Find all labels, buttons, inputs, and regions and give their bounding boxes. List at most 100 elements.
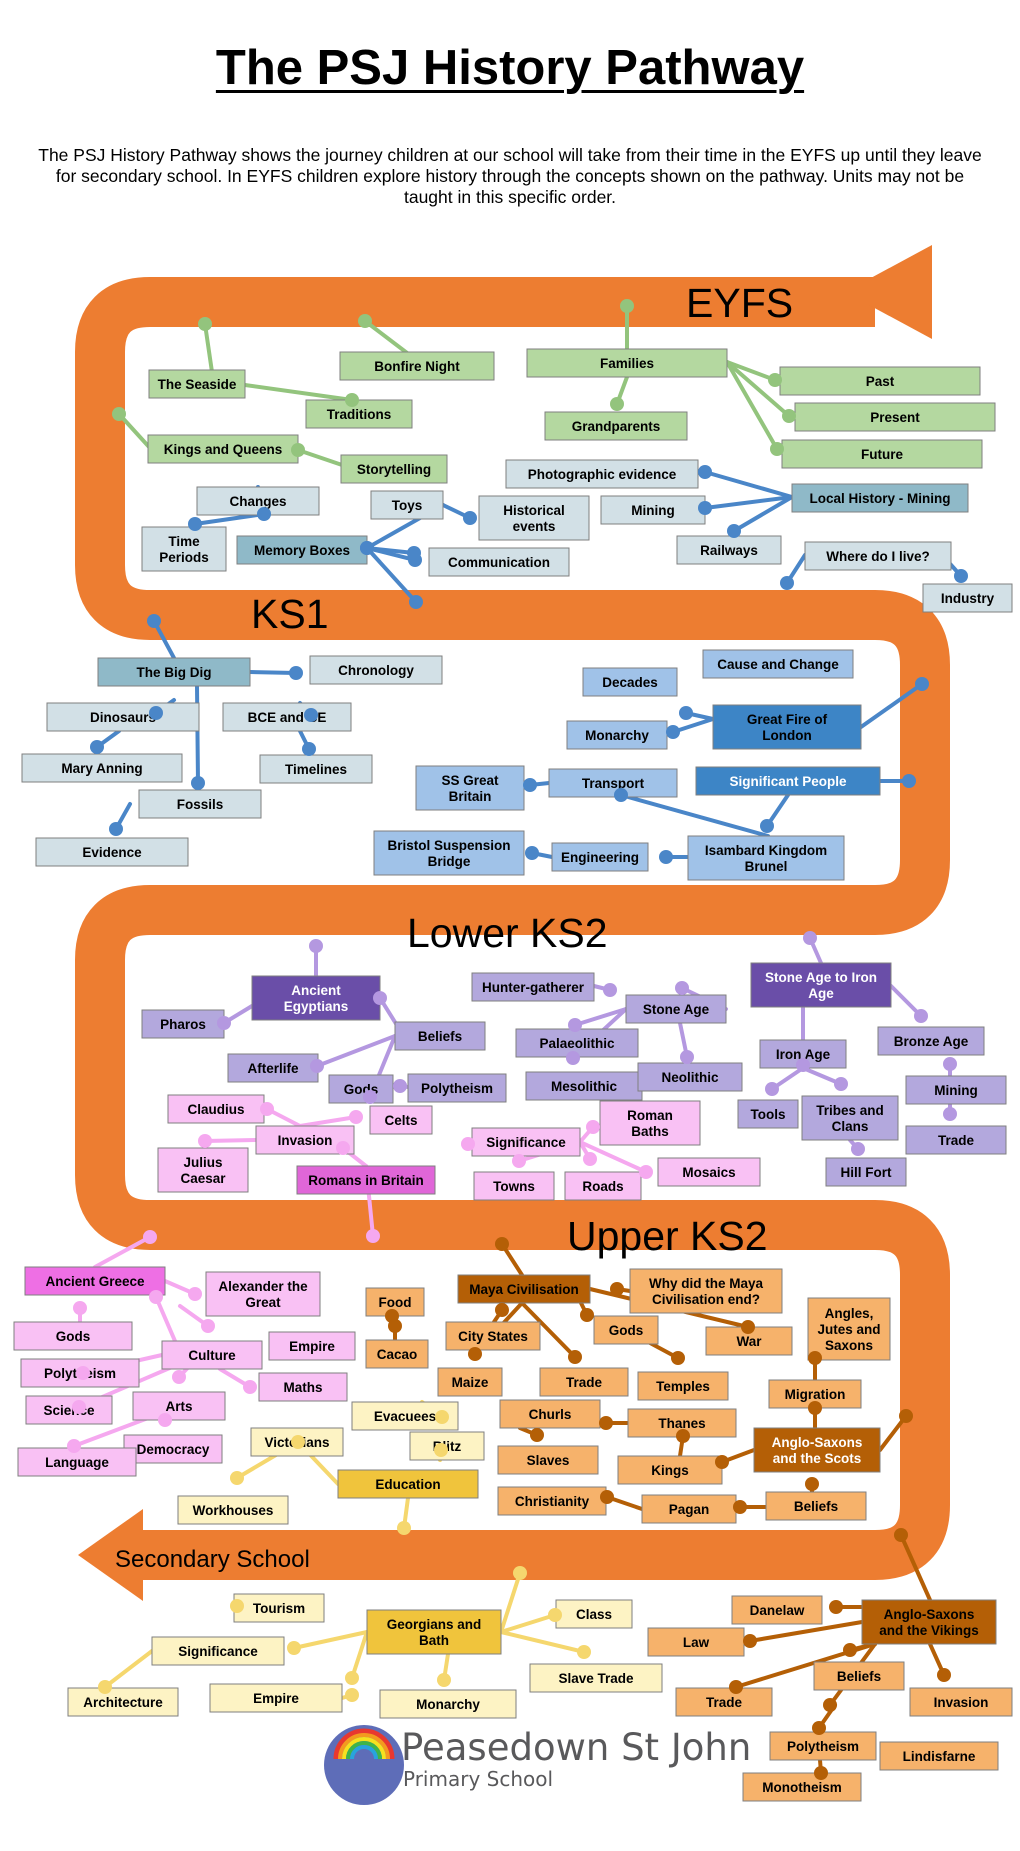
concept-node-empire-georg: Empire — [209, 1683, 343, 1713]
concept-box — [593, 1315, 659, 1345]
concept-box — [196, 486, 320, 516]
concept-label: Pagan — [669, 1502, 710, 1517]
connector-dot — [780, 576, 794, 590]
concept-box — [539, 1367, 629, 1397]
connector-line — [203, 1138, 258, 1143]
connector-line — [195, 684, 200, 785]
concept-box — [909, 1687, 1013, 1717]
concept-box — [205, 1271, 321, 1317]
concept-label: Roads — [582, 1179, 623, 1194]
concept-box — [415, 765, 525, 811]
connector-dot — [388, 1319, 402, 1333]
connector-dot — [698, 501, 712, 515]
concept-label: Significance — [178, 1644, 258, 1659]
connector-dot — [76, 1366, 90, 1380]
connector-line — [298, 1115, 358, 1128]
connector-dot — [191, 776, 205, 790]
concept-label: Clans — [832, 1119, 869, 1134]
concept-box — [600, 495, 706, 525]
connector-line — [350, 1630, 369, 1680]
logo-rainbow-orange — [338, 1733, 390, 1760]
connector-dot — [435, 1410, 449, 1424]
concept-label: Egyptians — [284, 999, 349, 1014]
concept-node-invasion-vik: Invasion — [909, 1687, 1013, 1717]
concept-box — [742, 1772, 862, 1802]
connector-dot — [143, 1230, 157, 1244]
connector-line — [671, 717, 715, 734]
concept-label: Migration — [785, 1387, 846, 1402]
concept-node-trade-lks2: Trade — [905, 1125, 1007, 1155]
connector-dot — [741, 1320, 755, 1334]
logo-rainbow-green — [346, 1741, 382, 1760]
connector-dot — [230, 1471, 244, 1485]
concept-box — [505, 459, 699, 489]
concept-node-transport: Transport — [548, 768, 678, 798]
concept-node-tourism: Tourism — [233, 1593, 325, 1623]
concept-label: Lindisfarne — [903, 1749, 976, 1764]
page-title: The PSJ History Pathway — [215, 41, 805, 95]
concept-box — [21, 753, 183, 783]
concept-box — [457, 1274, 591, 1304]
concept-box — [473, 1171, 555, 1201]
intro-paragraph: The PSJ History Pathway shows the journe… — [38, 145, 982, 207]
concept-label: Storytelling — [357, 462, 431, 477]
concept-box — [695, 766, 881, 796]
connector-dot — [360, 541, 374, 555]
concept-label: Tribes and — [816, 1103, 884, 1118]
concept-label: Significance — [486, 1135, 566, 1150]
concept-node-ancient-greece: Ancient Greece — [24, 1266, 166, 1296]
connector-dot — [393, 1079, 407, 1093]
concept-box — [525, 1071, 643, 1101]
connector-dot — [937, 1668, 951, 1682]
concept-box — [731, 1595, 823, 1625]
concept-label: Baths — [631, 1124, 669, 1139]
connector-line — [243, 383, 354, 402]
concept-label: Claudius — [187, 1102, 244, 1117]
connector-dot — [768, 373, 782, 387]
concept-box — [801, 1095, 899, 1141]
concept-node-beliefs-vik: Beliefs — [813, 1661, 905, 1691]
connector-dot — [659, 850, 673, 864]
concept-label: Bristol Suspension — [387, 838, 510, 853]
concept-box — [17, 1447, 137, 1477]
concept-box — [807, 1297, 891, 1361]
connector-dot — [586, 1120, 600, 1134]
concept-node-class: Class — [555, 1599, 633, 1629]
connector-line — [193, 512, 266, 526]
concept-node-dinosaurs: Dinosaurs — [46, 702, 200, 732]
connector-dot — [513, 1566, 527, 1580]
concept-box — [497, 1486, 607, 1516]
concept-label: Decades — [602, 675, 658, 690]
concept-box — [497, 1445, 599, 1475]
concept-label: Gods — [56, 1329, 91, 1344]
connector-line — [499, 1630, 586, 1654]
concept-label: Stone Age — [643, 1002, 710, 1017]
concept-node-families: Families — [526, 348, 728, 378]
concept-node-grandparents: Grandparents — [544, 411, 688, 441]
concept-node-stone-age: Stone Age — [625, 994, 727, 1024]
school-subtitle: Primary School — [403, 1767, 554, 1791]
concept-node-future: Future — [781, 439, 983, 469]
concept-box — [617, 1455, 723, 1485]
concept-label: Education — [375, 1477, 440, 1492]
school-logo-text: Peasedown St John Primary School — [401, 1728, 751, 1791]
concept-box — [373, 830, 525, 876]
connector-dots — [67, 299, 968, 1780]
concept-label: Beliefs — [837, 1669, 881, 1684]
connector-dot — [666, 725, 680, 739]
concept-box — [877, 1026, 985, 1056]
concept-label: Communication — [448, 555, 550, 570]
connector-dot — [188, 517, 202, 531]
connector-dot — [73, 1301, 87, 1315]
connector-dot — [914, 1009, 928, 1023]
concept-node-the-seaside: The Seaside — [148, 369, 246, 399]
concept-node-bronze-age: Bronze Age — [877, 1026, 985, 1056]
concept-node-engineering: Engineering — [551, 842, 649, 872]
connector-dot — [733, 1500, 747, 1514]
concept-box — [675, 1687, 773, 1717]
